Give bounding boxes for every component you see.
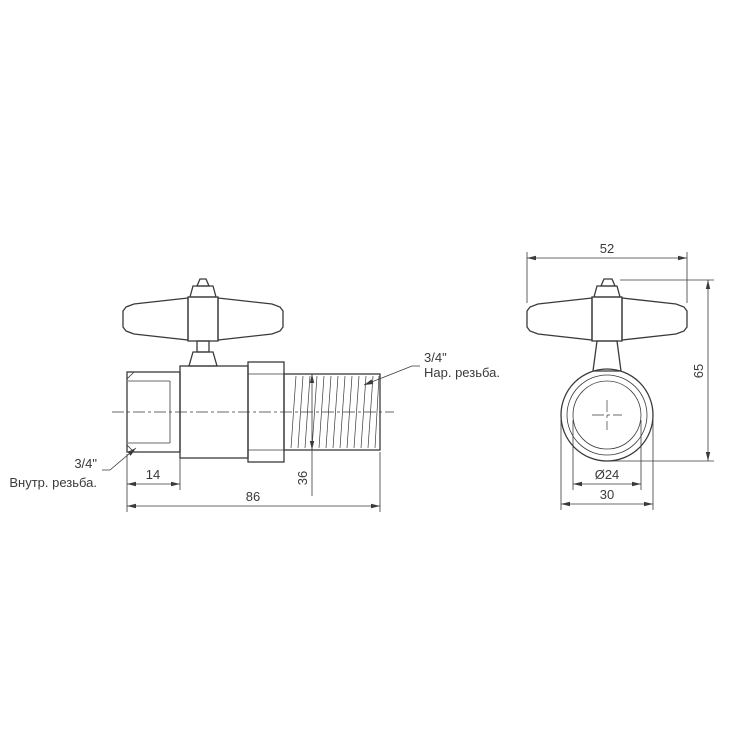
dimension-30-label: 30 <box>600 487 614 502</box>
dimension-65: 65 <box>611 279 714 462</box>
body-inner-circle <box>572 380 642 450</box>
dimension-d24: Ø24 <box>572 420 642 490</box>
dimension-30: 30 <box>560 420 654 510</box>
handle-right-wing-front <box>621 297 688 341</box>
dimension-86-label: 86 <box>246 489 260 504</box>
dimension-14-label: 14 <box>146 467 160 482</box>
valve-stem-front <box>592 340 622 372</box>
leader-female-thread: 3/4" Внутр. резьба. <box>9 447 137 490</box>
butterfly-handle-front <box>526 278 688 342</box>
valve-side-view: 14 86 36 3/4" Нар. резьба. 3/ <box>9 278 500 512</box>
male-thread <box>283 373 381 451</box>
dimension-36: 36 <box>295 374 315 496</box>
handle-nut-upper-front <box>600 278 616 287</box>
handle-nut-upper <box>196 278 210 287</box>
handle-nut-lower <box>189 285 217 298</box>
body-outer-circle <box>560 368 654 462</box>
handle-right-wing <box>217 297 284 341</box>
handle-left-wing <box>122 297 189 341</box>
valve-front-view: 52 65 Ø24 30 <box>526 241 714 510</box>
female-thread-size-label: 3/4" <box>74 456 97 471</box>
female-thread-note-label: Внутр. резьба. <box>9 475 97 490</box>
stem-neck <box>196 340 210 353</box>
male-thread-outline <box>283 373 381 451</box>
dimension-52: 52 <box>526 241 688 303</box>
male-thread-size-label: 3/4" <box>424 350 447 365</box>
dimension-65-label: 65 <box>691 364 706 378</box>
valve-stem-side <box>188 340 218 367</box>
handle-left-wing-front <box>526 297 593 341</box>
handle-nut-lower-front <box>593 285 621 298</box>
leader-male-thread: 3/4" Нар. резьба. <box>363 350 500 386</box>
male-thread-note-label: Нар. резьба. <box>424 365 500 380</box>
dimension-52-label: 52 <box>600 241 614 256</box>
female-chamfer-top <box>126 371 135 380</box>
handle-hub <box>187 296 219 342</box>
dimension-14: 14 <box>126 454 181 512</box>
dimension-86: 86 <box>127 452 381 512</box>
body-mid-circle <box>566 374 648 456</box>
handle-hub-front <box>591 296 623 342</box>
dimension-d24-label: Ø24 <box>595 467 620 482</box>
female-end-outline <box>126 371 181 453</box>
butterfly-handle-side <box>122 278 284 342</box>
valve-body-front <box>560 368 654 462</box>
stem-base <box>188 351 218 367</box>
dimension-36-label: 36 <box>295 471 310 485</box>
